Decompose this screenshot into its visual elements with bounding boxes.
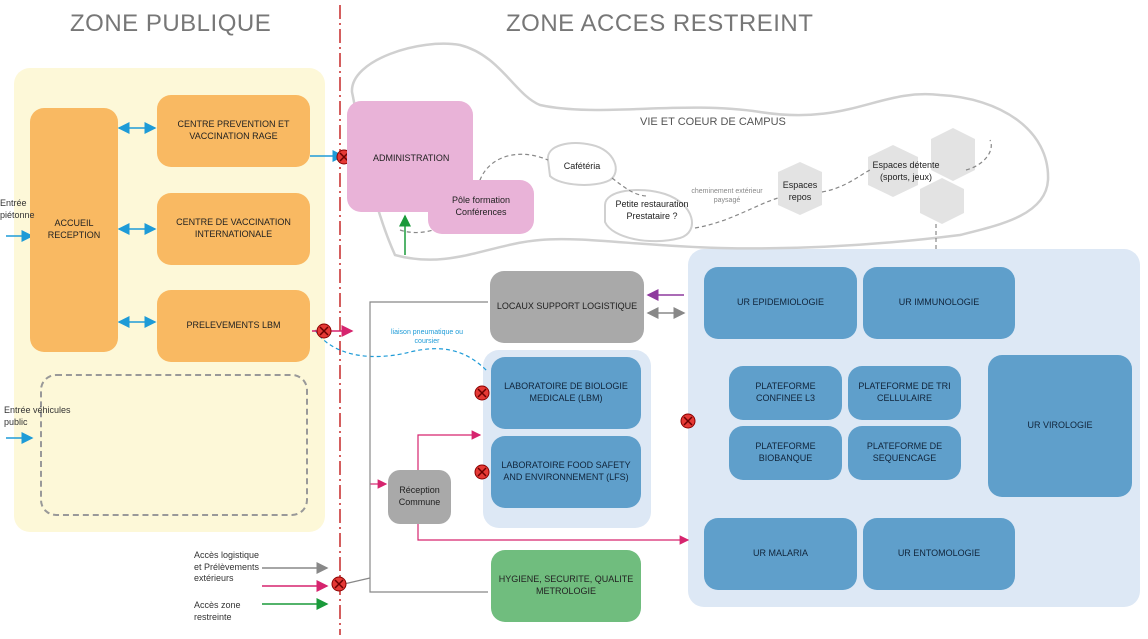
lbm-samples: PRELEVEMENTS LBM	[157, 290, 310, 362]
cafeteria-label: Cafétéria	[563, 161, 601, 171]
vehicle-area	[40, 374, 308, 516]
logistics-support: LOCAUX SUPPORT LOGISTIQUE	[490, 271, 644, 343]
ur-virology: UR VIROLOGIE	[988, 355, 1132, 497]
lab-food-safety: LABORATOIRE FOOD SAFETY AND ENVIRONNEMEN…	[491, 436, 641, 508]
intl-vaccination-center: CENTRE DE VACCINATION INTERNATIONALE	[157, 193, 310, 265]
lab-biology: LABORATOIRE DE BIOLOGIE MEDICALE (LBM)	[491, 357, 641, 429]
restricted-marker-lab-food	[474, 464, 490, 480]
restricted-marker-research	[680, 413, 696, 429]
relax-area-label: Espaces détente (sports, jeux)	[872, 160, 940, 182]
entrance-restricted: Accès zone restreinte	[194, 600, 241, 622]
common-reception: Réception Commune	[388, 470, 451, 524]
restricted-marker-lab-bio	[474, 385, 490, 401]
public-zone-title: ZONE PUBLIQUE	[70, 10, 272, 37]
entrance-pedestrian: Entrée piétonne	[0, 198, 35, 220]
campus-title: VIE ET COEUR DE CAMPUS	[640, 116, 786, 128]
platform-l3: PLATEFORME CONFINEE L3	[729, 366, 842, 420]
rabies-center: CENTRE PREVENTION ET VACCINATION RAGE	[157, 95, 310, 167]
training-pole: Pôle formation Conférences	[428, 180, 534, 234]
restaurant-label: Petite restauration Prestataire ?	[615, 199, 689, 221]
administration-label: ADMINISTRATION	[373, 153, 450, 163]
platform-cell-sorting: PLATEFORME DE TRI CELLULAIRE	[848, 366, 961, 420]
accueil-reception: ACCUEIL RECEPTION	[30, 108, 118, 352]
rest-area-label: Espaces repos	[782, 180, 818, 202]
entrance-logistics: Accès logistique et Prélèvements extérie…	[194, 550, 260, 584]
pneumatic-link-label: liaison pneumatique ou coursier	[391, 329, 463, 346]
restricted-marker-logistics	[331, 576, 347, 592]
restricted-zone-title: ZONE ACCES RESTREINT	[506, 10, 814, 37]
restricted-marker-lbm	[316, 323, 332, 339]
path-note: cheminement extérieur paysagé	[691, 188, 763, 205]
ur-entomology: UR ENTOMOLOGIE	[863, 518, 1015, 590]
hygiene-quality: HYGIENE, SECURITE, QUALITE METROLOGIE	[491, 550, 641, 622]
ur-immunology: UR IMMUNOLOGIE	[863, 267, 1015, 339]
ur-epidemiology: UR EPIDEMIOLOGIE	[704, 267, 857, 339]
platform-sequencing: PLATEFORME DE SEQUENCAGE	[848, 426, 961, 480]
platform-biobank: PLATEFORME BIOBANQUE	[729, 426, 842, 480]
ur-malaria: UR MALARIA	[704, 518, 857, 590]
entrance-vehicles: Entrée véhicules public	[4, 405, 71, 427]
